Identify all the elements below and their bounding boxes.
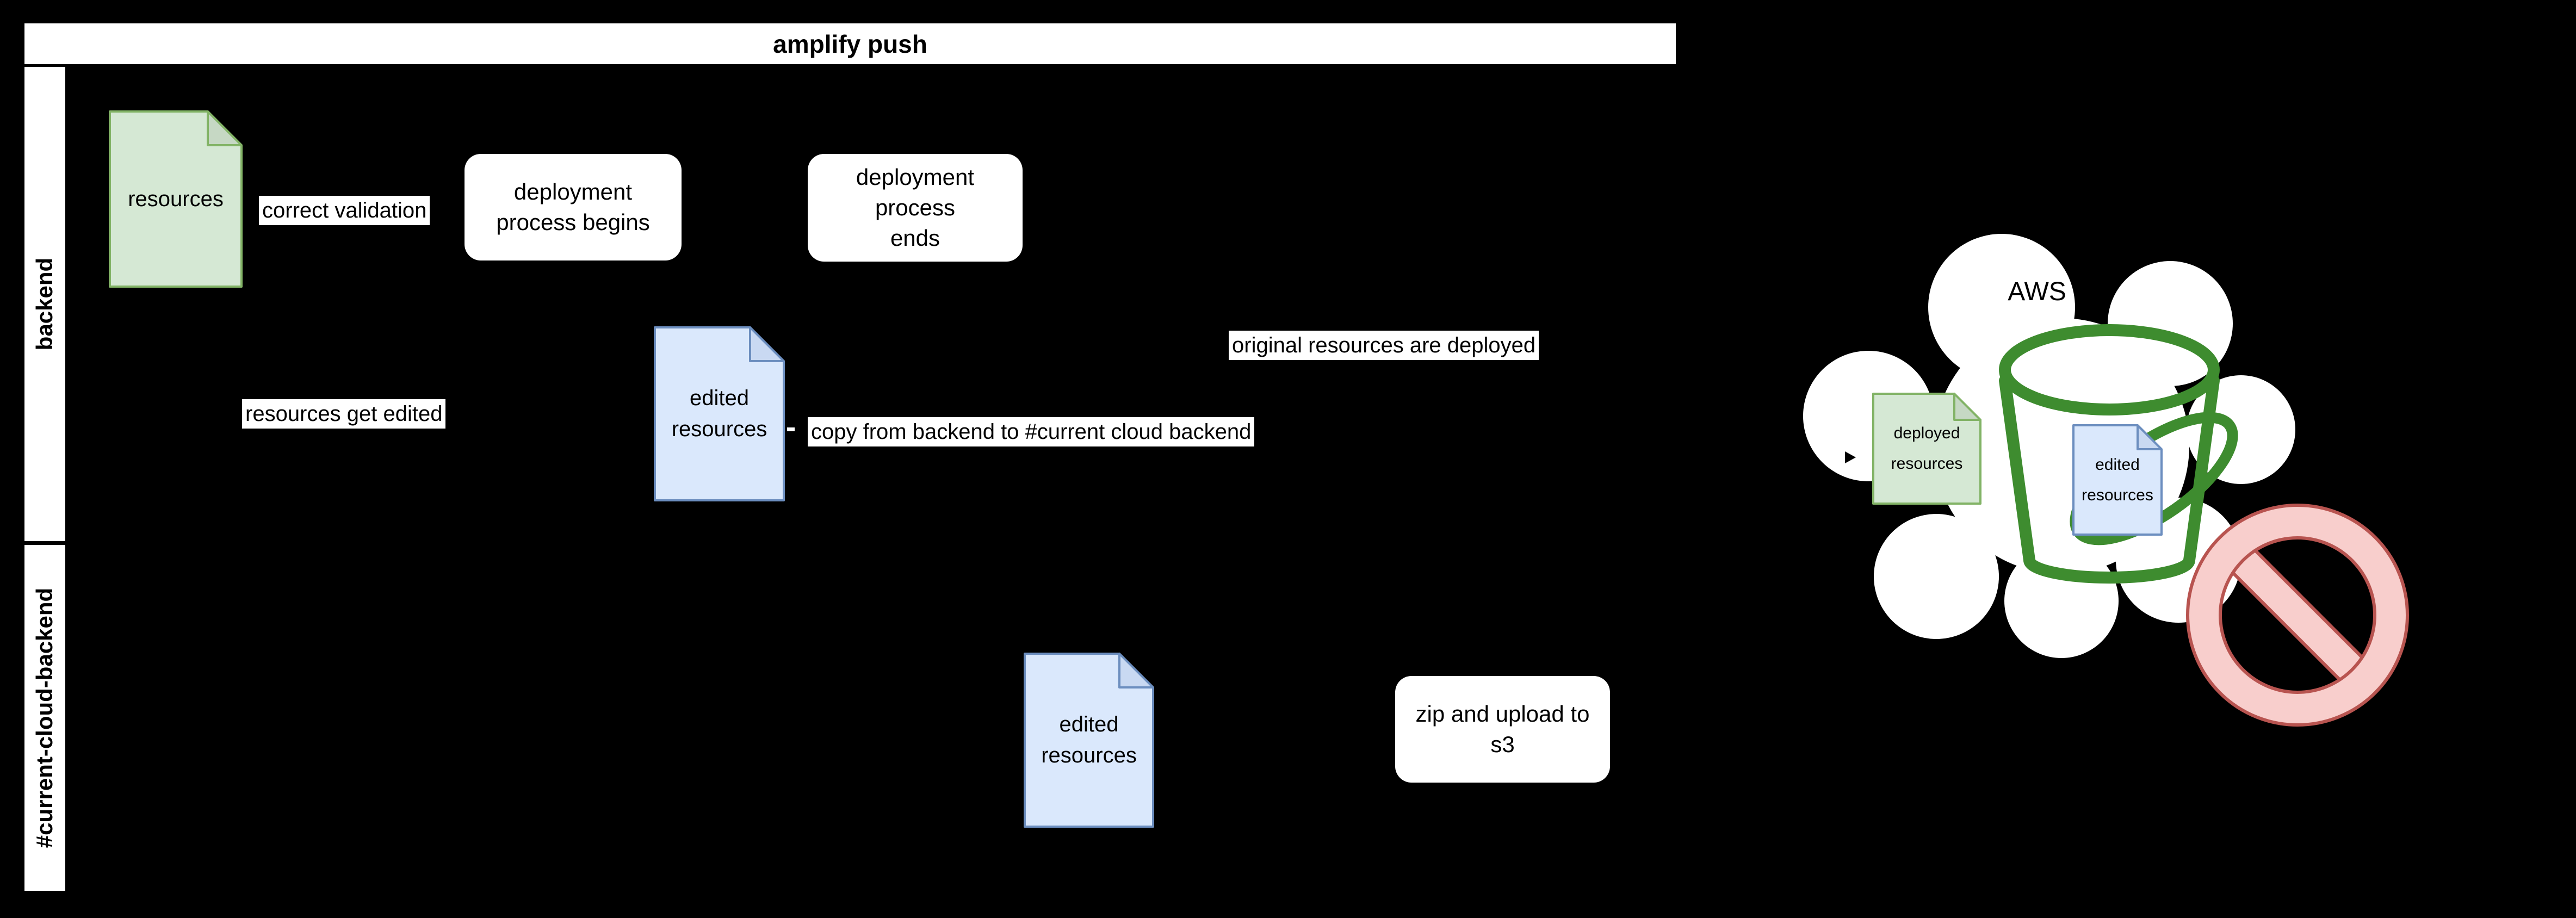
- document-fold: [1953, 393, 1981, 421]
- document-fold: [2137, 424, 2163, 450]
- aws-cloud-title: AWS: [2008, 277, 2066, 306]
- edge-label-resources-get-edited: resources get edited: [242, 399, 446, 429]
- document-shape: [109, 110, 243, 288]
- lane-backend-text: backend: [32, 257, 58, 351]
- deployed-resources-document: deployed resources: [1872, 393, 1981, 505]
- edited-resources-document-backend: edited resources: [654, 326, 785, 501]
- arrowhead: [1845, 451, 1856, 463]
- edited-resources-cloud-label: edited resources: [2082, 455, 2153, 504]
- edge-stub: [787, 427, 795, 431]
- document-shape: [2072, 424, 2163, 536]
- edge-label-correct-validation: correct validation: [259, 196, 430, 225]
- deployed-resources-label: deployed resources: [1891, 424, 1963, 473]
- resources-document: resources: [109, 110, 243, 288]
- deployment-ends-box: deployment process ends: [808, 154, 1023, 262]
- no-entry-icon: [2186, 504, 2409, 727]
- s3-bucket-icon: [1999, 324, 2238, 584]
- pool-title-bar: amplify push: [24, 23, 1676, 64]
- lane-label-current-cloud-backend: #current-cloud-backend: [24, 545, 65, 891]
- document-fold: [207, 110, 243, 146]
- resources-document-label: resources: [128, 187, 224, 211]
- document-shape: [1872, 393, 1981, 505]
- document-fold: [749, 326, 785, 362]
- document-shape: [1024, 653, 1154, 828]
- pool-title: amplify push: [773, 29, 927, 58]
- lane-current-cloud-backend-text: #current-cloud-backend: [32, 587, 58, 848]
- edited-resources-backend-label: edited resources: [671, 386, 767, 441]
- edited-resources-current-label: edited resources: [1041, 712, 1137, 767]
- lane-label-backend: backend: [24, 67, 65, 541]
- document-shape: [654, 326, 785, 501]
- deployment-begins-box: deployment process begins: [465, 154, 682, 260]
- document-fold: [1118, 653, 1154, 688]
- edited-resources-document-current: edited resources: [1024, 653, 1154, 828]
- zip-upload-box: zip and upload to s3: [1395, 676, 1610, 783]
- edge-label-copy-from-backend: copy from backend to #current cloud back…: [808, 417, 1255, 446]
- edge-label-original-resources-deployed: original resources are deployed: [1229, 331, 1539, 360]
- edited-resources-document-cloud: edited resources: [2072, 424, 2163, 536]
- no-entry-slash: [2222, 540, 2373, 690]
